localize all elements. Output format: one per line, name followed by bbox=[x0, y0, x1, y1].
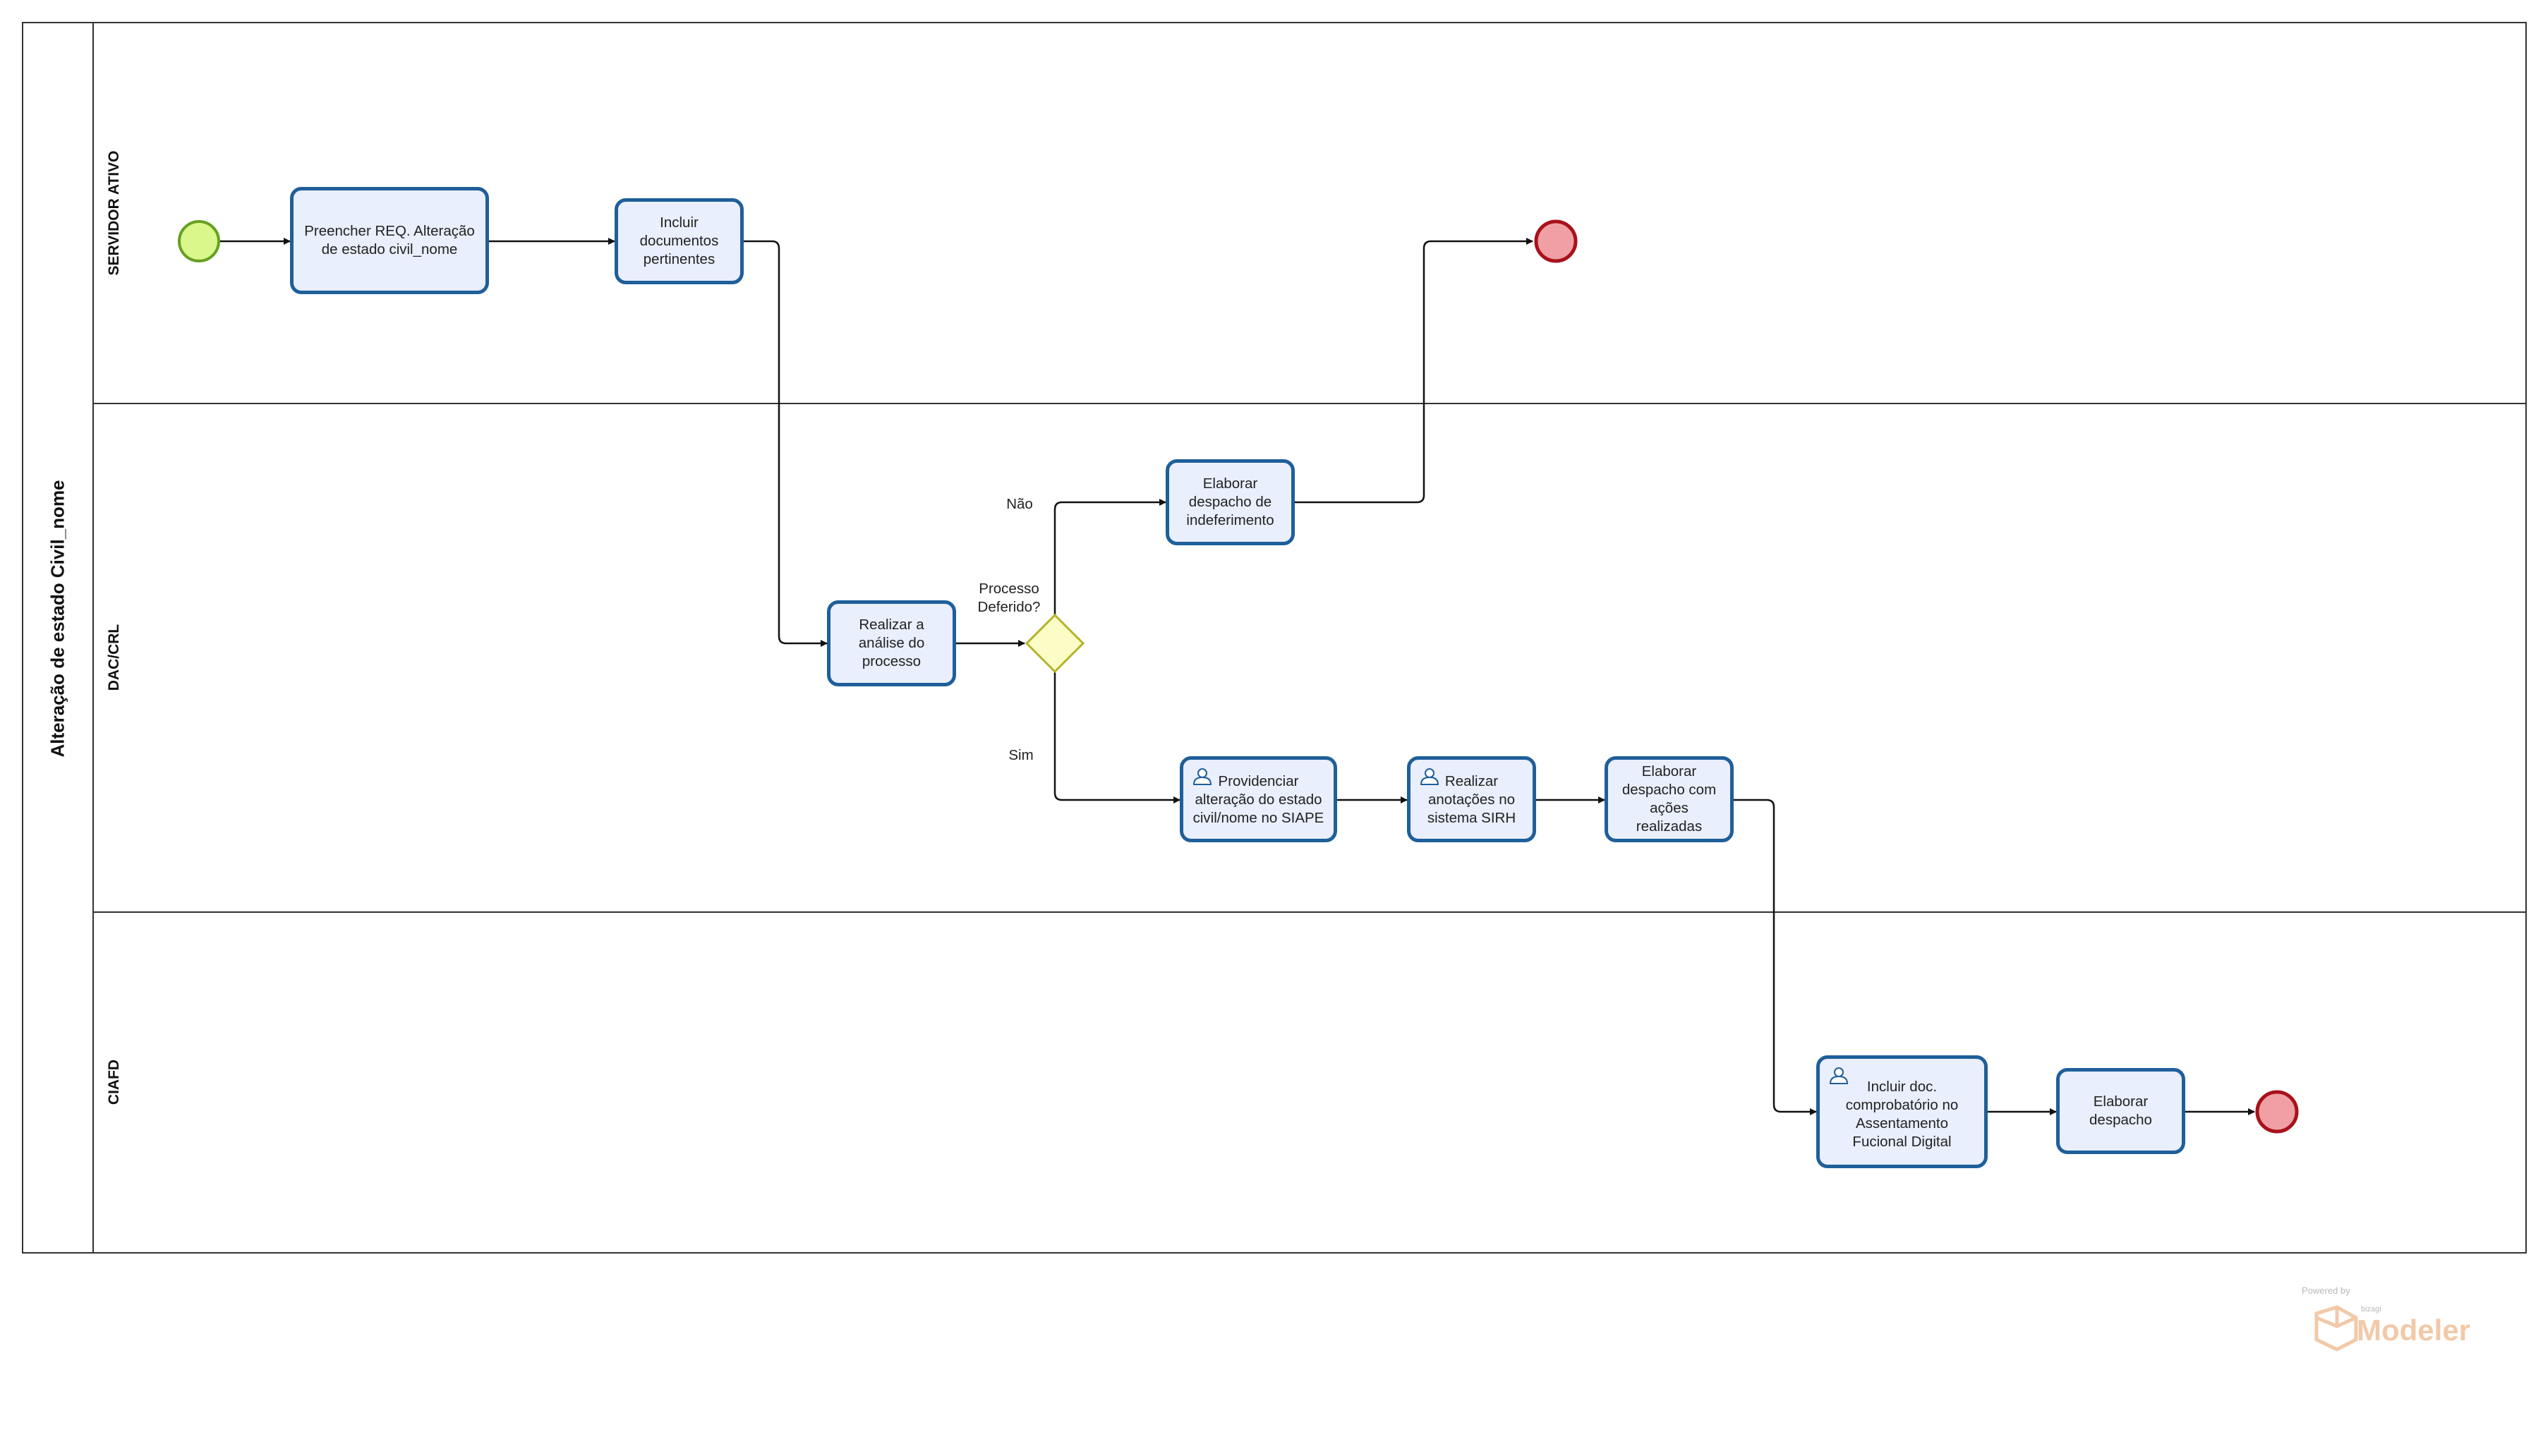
user-task-icon bbox=[1829, 1067, 1849, 1084]
task-elaborar-indeferimento[interactable]: Elaborar despacho de indeferimento bbox=[1166, 459, 1295, 545]
task-realizar-anotacoes[interactable]: Realizar anotações no sistema SIRH bbox=[1407, 756, 1536, 842]
end-event-indeferido[interactable] bbox=[1534, 219, 1578, 263]
task-preencher-req[interactable]: Preencher REQ. Alteração de estado civil… bbox=[290, 187, 489, 294]
task-label: Elaborar despacho de indeferimento bbox=[1186, 475, 1274, 528]
task-elaborar-despacho[interactable]: Elaborar despacho bbox=[2056, 1068, 2185, 1154]
start-event[interactable] bbox=[178, 220, 220, 262]
task-label: Realizar anotações no sistema SIRH bbox=[1427, 773, 1516, 826]
end-event-final[interactable] bbox=[2255, 1090, 2299, 1134]
flow-gateway-yes bbox=[1053, 672, 1180, 803]
flow-gateway-no bbox=[1053, 499, 1166, 615]
task-label: Incluir doc. comprobatório no Assentamen… bbox=[1845, 1079, 1959, 1150]
flow-acoes-to-comprob bbox=[1734, 799, 1817, 1115]
flow-incluir-to-analise bbox=[743, 240, 828, 647]
task-label: Realizar a análise do processo bbox=[858, 617, 925, 669]
task-realizar-analise[interactable]: Realizar a análise do processo bbox=[827, 600, 956, 686]
task-label: Preencher REQ. Alteração de estado civil… bbox=[304, 223, 475, 257]
task-elaborar-despacho-acoes[interactable]: Elaborar despacho com ações realizadas bbox=[1605, 756, 1734, 842]
brand-vendor-text: bizagi bbox=[2361, 1305, 2381, 1314]
pool-border bbox=[22, 22, 2527, 1254]
user-task-icon bbox=[1420, 768, 1439, 785]
task-incluir-documentos[interactable]: Incluir documentos pertinentes bbox=[615, 198, 744, 284]
lane-title-ciafd: CIAFD bbox=[106, 1059, 122, 1105]
bizagi-logo-icon bbox=[2314, 1305, 2358, 1352]
task-label: Elaborar despacho com ações realizadas bbox=[1621, 763, 1717, 835]
task-incluir-doc-comprobatorio[interactable]: Incluir doc. comprobatório no Assentamen… bbox=[1816, 1055, 1988, 1168]
brand-product-text: Modeler bbox=[2357, 1314, 2471, 1347]
gateway-question-label: Processo Deferido? bbox=[977, 581, 1041, 615]
lane-title-dac-crl: DAC/CRL bbox=[106, 624, 122, 691]
task-label: Elaborar despacho bbox=[2089, 1093, 2152, 1128]
gateway-no-label: Não bbox=[1006, 496, 1033, 512]
powered-by-text: Powered by bbox=[2302, 1285, 2350, 1296]
lane-title-servidor-ativo: SERVIDOR ATIVO bbox=[106, 150, 122, 276]
task-label: Providenciar alteração do estado civil/n… bbox=[1192, 773, 1324, 826]
gateway-yes-label: Sim bbox=[1008, 747, 1034, 763]
task-providenciar-alteracao[interactable]: Providenciar alteração do estado civil/n… bbox=[1180, 756, 1337, 842]
task-label: Incluir documentos pertinentes bbox=[639, 214, 719, 267]
exclusive-gateway[interactable] bbox=[1025, 613, 1085, 674]
user-task-icon bbox=[1192, 768, 1212, 785]
flow-indeferimento-to-end bbox=[1295, 238, 1533, 504]
pool-title: Alteração de estado Civil_nome bbox=[47, 480, 68, 758]
